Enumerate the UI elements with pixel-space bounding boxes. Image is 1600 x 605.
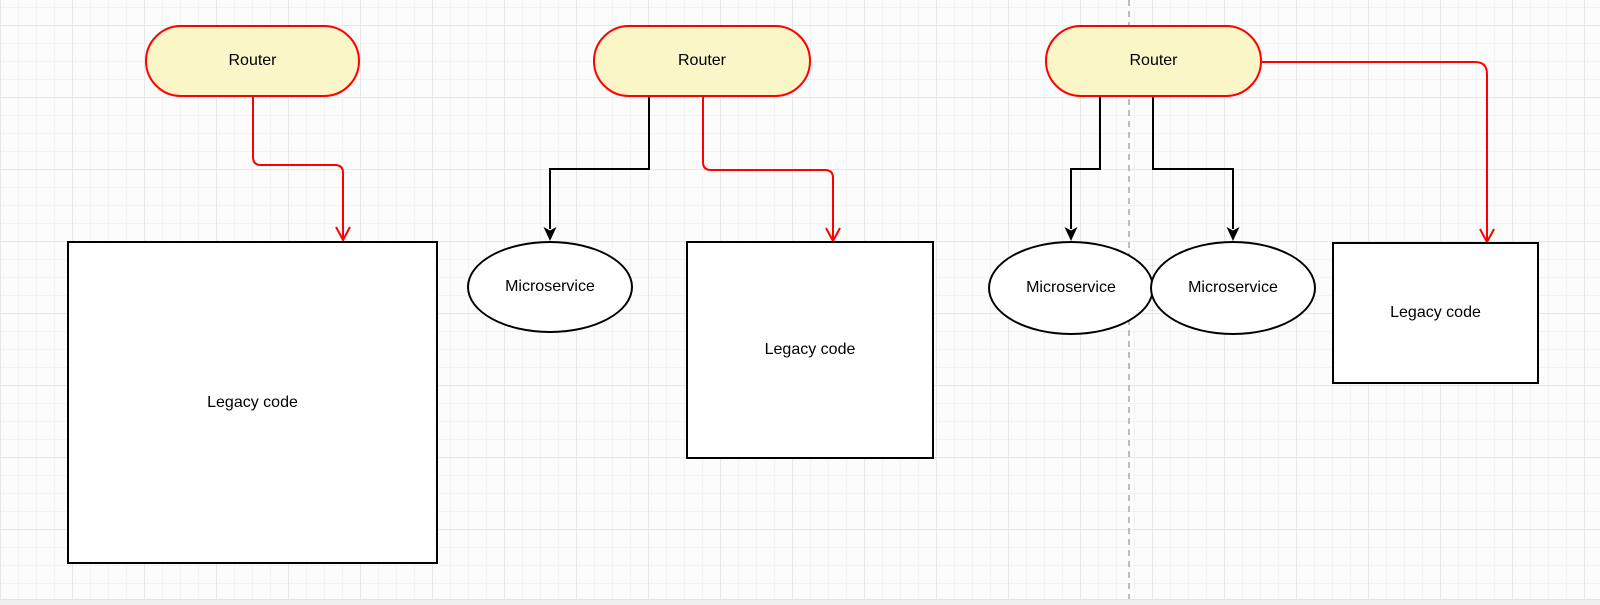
stage2-router-label: Router [677,52,727,69]
stage3-router-label: Router [1129,52,1178,69]
stage3-router-node[interactable]: Router [1045,25,1262,97]
arrow-shaft [549,97,650,229]
filled-arrowhead-icon [543,227,557,241]
arrow-stage2-router-to-microservice[interactable] [543,97,650,241]
arrow-shaft [252,97,344,240]
arrow-stage2-router-to-legacy[interactable] [702,97,841,244]
stage3-microservice-a-node[interactable]: Microservice [988,241,1154,335]
stage2-router-node[interactable]: Router [593,25,811,97]
arrow-stage3-router-to-microservice-a[interactable] [1064,97,1101,241]
canvas-page-edge [0,599,1600,605]
stage3-legacy-label: Legacy code [1390,304,1481,321]
filled-arrowhead-icon [1226,227,1240,241]
stage1-router-node[interactable]: Router [145,25,360,97]
stage3-microservice-b-node[interactable]: Microservice [1150,241,1316,335]
stage3-microservice-b-label: Microservice [1188,279,1278,296]
stage2-microservice-node[interactable]: Microservice [467,241,633,333]
stage2-legacy-code-node[interactable]: Legacy code [686,241,934,459]
stage3-microservice-a-label: Microservice [1026,279,1116,296]
arrow-shaft [702,97,834,241]
arrow-stage3-router-to-legacy[interactable] [1262,61,1495,245]
stage2-legacy-label: Legacy code [764,341,856,358]
stage1-router-label: Router [228,52,277,69]
stage3-legacy-code-node[interactable]: Legacy code [1332,242,1539,384]
stage2-microservice-label: Microservice [505,278,595,295]
open-arrowhead-icon [335,226,351,243]
arrow-shaft [1152,97,1234,229]
arrow-stage1-router-to-legacy[interactable] [252,97,351,243]
arrow-shaft [1262,61,1488,242]
stage1-legacy-label: Legacy code [207,393,298,411]
filled-arrowhead-icon [1064,227,1078,241]
stage1-legacy-code-node[interactable]: Legacy code [67,241,438,564]
arrow-shaft [1070,97,1101,229]
arrow-stage3-router-to-microservice-b[interactable] [1152,97,1240,241]
